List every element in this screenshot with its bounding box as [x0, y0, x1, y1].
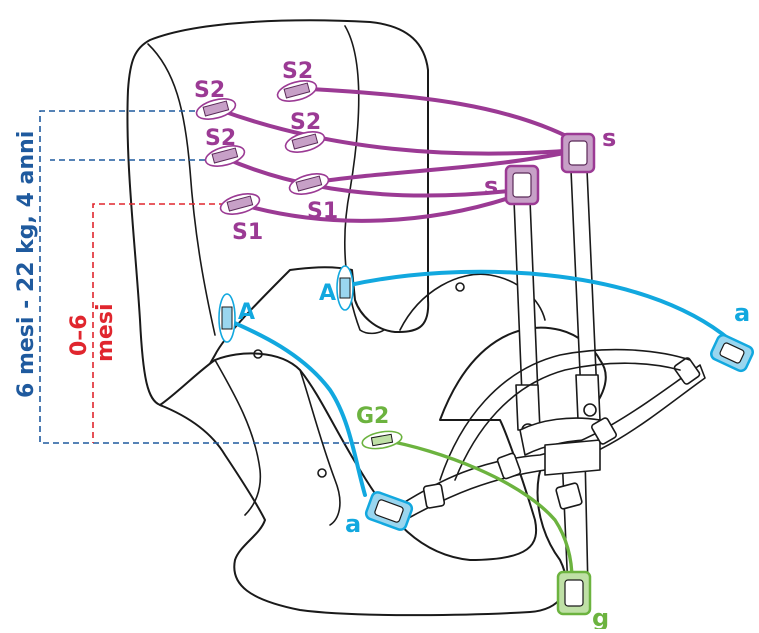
- route-s2-upper: [308, 87, 580, 144]
- label-A-lower: A: [238, 300, 255, 325]
- label-red-age-range-line1: 0–6: [67, 314, 92, 356]
- strap-adjuster: [422, 483, 446, 509]
- route-A-upper: [343, 269, 732, 342]
- label-a-right: a: [734, 299, 750, 327]
- red-range-bracket: [92, 203, 225, 443]
- label-s2-mid-right: S2: [290, 110, 321, 135]
- seat-left-wing-edge: [214, 359, 262, 516]
- seat-right-contour: [399, 273, 546, 331]
- headrest-inner-fold: [147, 43, 216, 336]
- label-blue-age-weight-range: 6 mesi - 22 kg, 4 anni: [14, 131, 39, 398]
- route-G2: [381, 438, 574, 582]
- label-s1-right: S1: [307, 199, 338, 224]
- label-s2-mid-left: S2: [205, 126, 236, 151]
- strap-adjuster: [555, 482, 583, 510]
- label-s-right: s: [602, 124, 616, 152]
- seat-rivet: [317, 468, 327, 478]
- label-s2-top-right: S2: [282, 59, 313, 84]
- connector-plate-s-left: [504, 164, 540, 206]
- label-s-left: s: [484, 172, 498, 200]
- route-A-lower: [226, 318, 367, 497]
- seat-rivet: [253, 349, 263, 359]
- anchor-plate-a-left: [364, 491, 414, 531]
- seat-left-wing-inner: [299, 369, 341, 526]
- harness-inner-arc: [454, 362, 681, 481]
- label-s2-top-left: S2: [194, 78, 225, 103]
- harness-tongue-right: [575, 374, 601, 421]
- slot-s2-mid-left: [204, 145, 246, 167]
- label-G2: G2: [356, 404, 389, 429]
- slot-A-lower: [218, 293, 236, 343]
- slot-G2: [361, 430, 403, 450]
- label-red-age-range-line2: mesi: [93, 304, 118, 362]
- harness-clip: [583, 403, 597, 417]
- label-g: g: [592, 604, 609, 629]
- slot-s2-top-right: [276, 80, 318, 102]
- route-s2-left-mid: [223, 156, 520, 198]
- anchor-plate-a-right: [710, 333, 754, 373]
- connector-plate-s-right: [560, 132, 596, 174]
- slot-s2-top-left: [195, 98, 237, 120]
- slot-s2-mid-right: [284, 131, 326, 153]
- strap-adjuster: [673, 357, 701, 385]
- strap-adjuster: [496, 452, 522, 480]
- label-a-left: a: [345, 510, 361, 538]
- route-s1-right: [308, 148, 580, 185]
- harness-outer-arc: [439, 348, 691, 481]
- slot-s1-left: [219, 193, 261, 215]
- seat-rivet: [455, 282, 465, 292]
- blue-range-bracket: [39, 110, 365, 444]
- route-s2-left-upper: [218, 108, 580, 156]
- label-A-upper: A: [319, 281, 336, 306]
- slot-s1-right: [288, 173, 330, 195]
- route-s1-left: [238, 193, 520, 223]
- buckle-plate-g: [556, 570, 592, 616]
- label-s1-left: S1: [232, 220, 263, 245]
- central-buckle: [544, 439, 601, 476]
- crotch-strap: [561, 454, 589, 591]
- strap-adjuster: [591, 417, 617, 445]
- headrest-right-fold: [344, 25, 385, 335]
- slot-A-upper: [336, 265, 354, 311]
